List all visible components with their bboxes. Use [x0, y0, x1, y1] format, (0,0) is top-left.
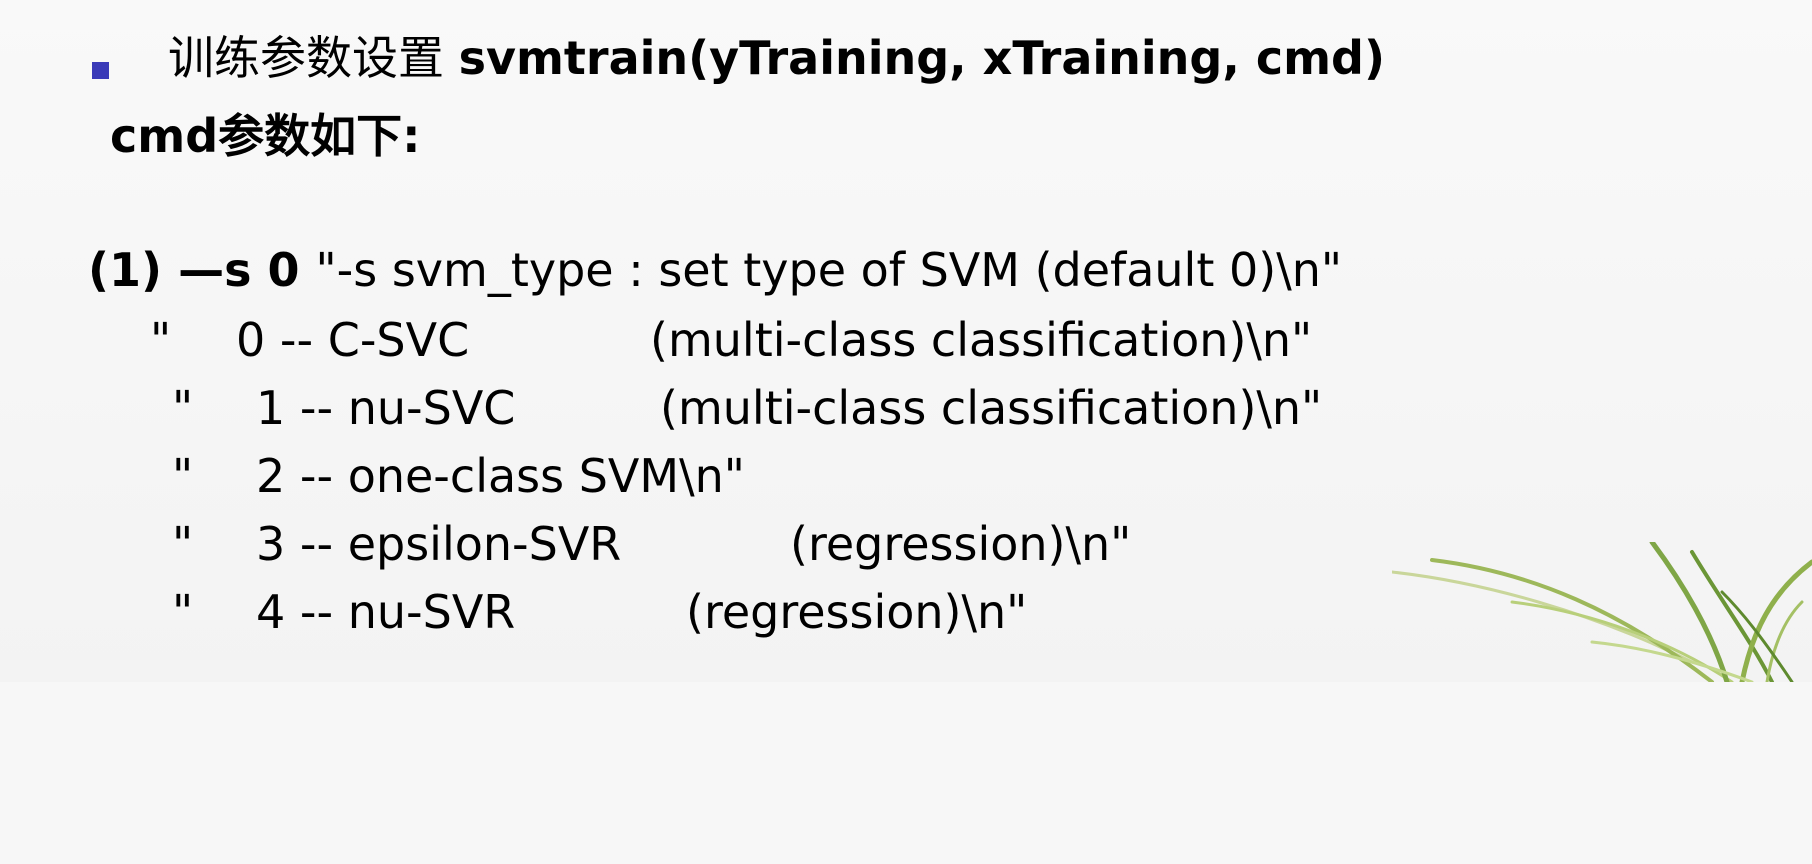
list-item-type: 3 -- epsilon-SVR [256, 517, 622, 571]
list-item-type: 2 -- one-class SVM\n" [256, 449, 745, 503]
list-item: " 2 -- one-class SVM\n" [0, 448, 1812, 504]
subheading-cmd: cmd [110, 109, 219, 163]
list-item-desc: (regression)\n" [790, 517, 1132, 571]
grass-leaves-icon [1392, 542, 1812, 682]
bullet-square-icon [92, 62, 109, 79]
list-item: " 4 -- nu-SVR (regression)\n" [0, 584, 1812, 640]
list-item-quote: " [172, 585, 194, 639]
list-item-quote: " [172, 449, 194, 503]
option-line: (1) —s 0 "-s svm_type : set type of SVM … [88, 242, 1342, 298]
list-item-type: 4 -- nu-SVR [256, 585, 516, 639]
heading-function: svmtrain(yTraining, xTraining, cmd) [458, 31, 1385, 85]
list-item: " 1 -- nu-SVC (multi-class classificatio… [0, 380, 1812, 436]
list-item-desc: (multi-class classification)\n" [660, 381, 1323, 435]
list-item-quote: " [150, 313, 172, 367]
heading-zh: 训练参数设置 [168, 31, 459, 85]
list-item-quote: " [172, 517, 194, 571]
list-item-type: 0 -- C-SVC [236, 313, 470, 367]
option-text: "-s svm_type : set type of SVM (default … [315, 243, 1343, 297]
list-item-quote: " [172, 381, 194, 435]
list-item-desc: (regression)\n" [686, 585, 1028, 639]
option-tag: (1) —s 0 [88, 243, 316, 297]
list-item-desc: (multi-class classification)\n" [650, 313, 1313, 367]
list-item: " 0 -- C-SVC (multi-class classification… [0, 312, 1812, 368]
heading: 训练参数设置 svmtrain(yTraining, xTraining, cm… [168, 30, 1385, 86]
list-item-type: 1 -- nu-SVC [256, 381, 516, 435]
subheading: cmd参数如下: [110, 108, 421, 164]
list-item: " 3 -- epsilon-SVR (regression)\n" [0, 516, 1812, 572]
subheading-zh: 参数如下: [218, 109, 421, 163]
slide: 训练参数设置 svmtrain(yTraining, xTraining, cm… [0, 0, 1812, 682]
